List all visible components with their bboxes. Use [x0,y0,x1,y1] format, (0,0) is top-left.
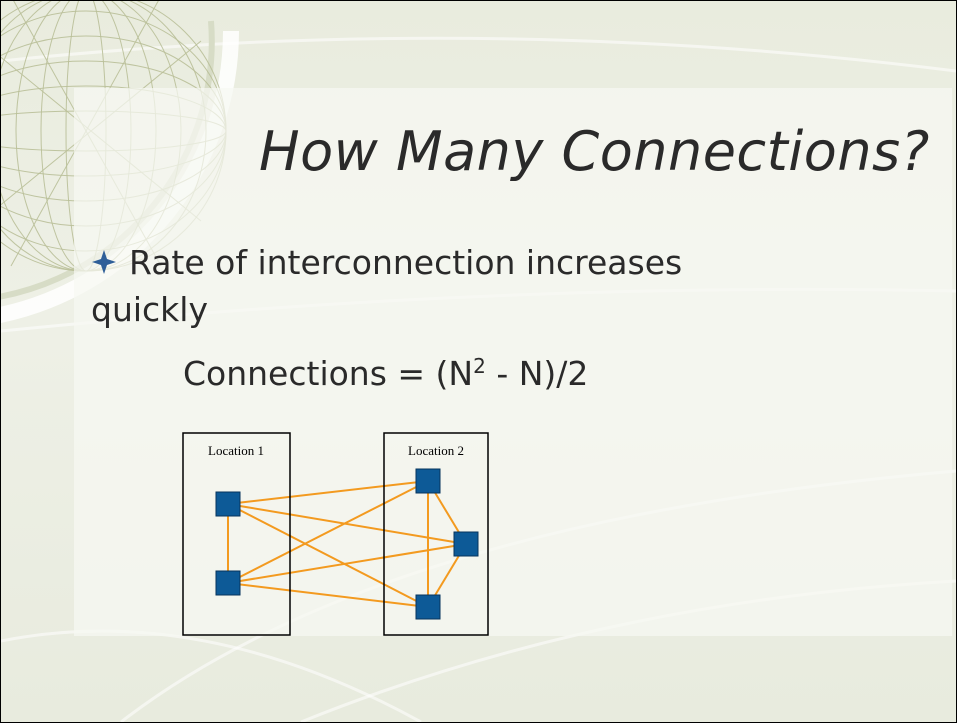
edge-n1-n4 [227,503,429,608]
bullet-item: Rate of interconnection increases quickl… [91,239,751,333]
formula-suffix: - N)/2 [485,354,589,393]
edge-n1-n3 [227,480,429,505]
location-1-label: Location 1 [208,443,264,458]
edge-n2-n4 [227,582,429,608]
node-n4 [415,594,441,620]
bullet-text: Rate of interconnection increases quickl… [91,243,683,329]
formula: Connections = (N2 - N)/2 [183,354,588,393]
four-point-star-icon [92,250,116,274]
content-panel [74,88,952,636]
slide-title: How Many Connections? [259,120,930,183]
location-2-box [383,432,489,636]
node-n5 [453,531,479,557]
node-n3 [415,468,441,494]
node-n1 [215,491,241,517]
edge-layer [227,480,467,608]
formula-exponent: 2 [473,354,486,378]
edge-n2-n5 [227,543,467,584]
edge-n1-n5 [227,503,467,545]
formula-prefix: Connections = (N [183,354,474,393]
node-n2 [215,570,241,596]
node-layer [215,468,479,620]
location-2-label: Location 2 [408,443,464,458]
location-1-box [182,432,291,636]
edge-n2-n3 [227,480,429,584]
